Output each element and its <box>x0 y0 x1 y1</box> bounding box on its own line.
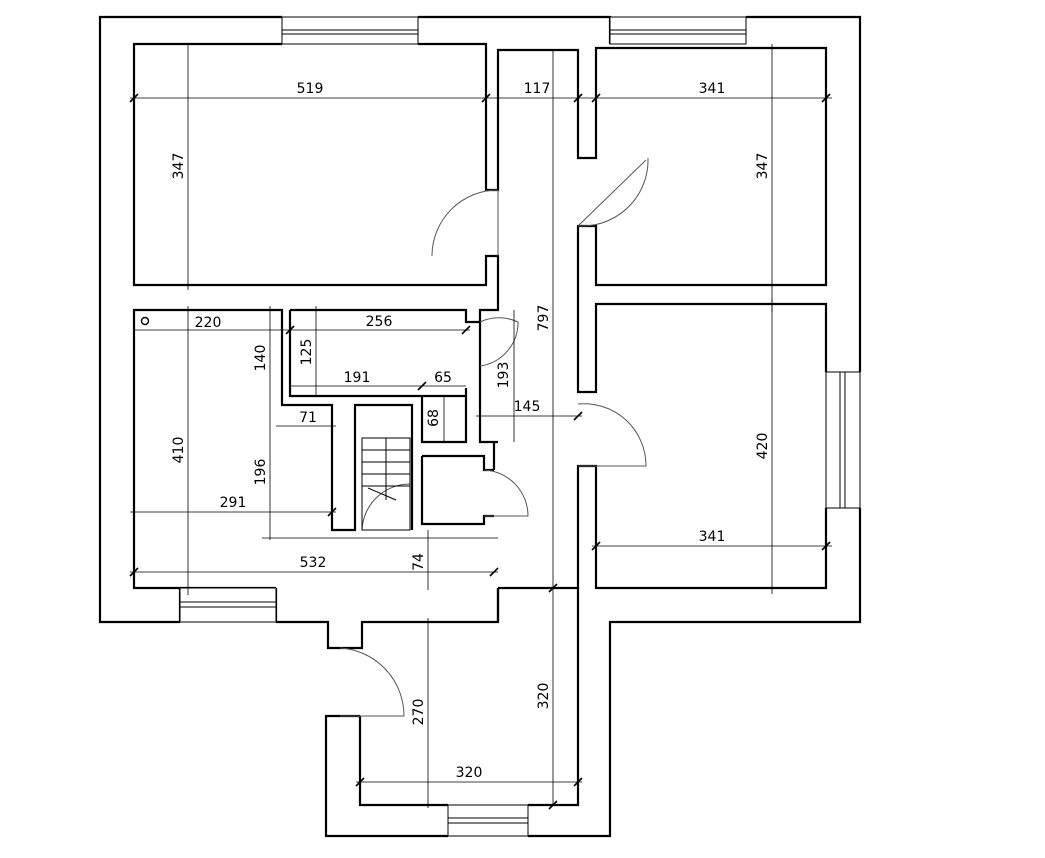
door-small-room <box>483 469 529 517</box>
dim-corridor-lower: 320 <box>536 683 552 710</box>
dim-bath-width: 256 <box>366 314 393 330</box>
dim-entry-width: 320 <box>456 765 483 781</box>
window-right <box>825 371 861 509</box>
door-bath <box>479 317 519 367</box>
dim-top-left-height: 347 <box>171 153 187 180</box>
door-entrance <box>339 647 405 717</box>
dim-bottom-right-height: 420 <box>755 433 771 460</box>
interior-walls <box>132 308 500 622</box>
vent-marker <box>140 316 150 326</box>
door-top-left-room <box>431 189 499 257</box>
dim-191: 191 <box>344 370 371 386</box>
dim-bath-height: 125 <box>299 339 315 366</box>
dimension-lines <box>129 44 832 810</box>
dim-291: 291 <box>220 495 247 511</box>
windows <box>179 16 861 837</box>
dim-bottom-right-width: 341 <box>699 529 726 545</box>
dim-overall-length: 797 <box>536 305 552 332</box>
window-bottom-left <box>179 587 277 623</box>
dim-68: 68 <box>426 409 442 427</box>
doors <box>339 157 649 717</box>
stairs <box>140 316 411 531</box>
dim-top-right-width: 341 <box>699 81 726 97</box>
dim-top-right-height: 347 <box>755 153 771 180</box>
door-stair <box>361 483 411 531</box>
dim-corridor-width: 117 <box>524 81 551 97</box>
dim-top-left-width: 519 <box>297 81 324 97</box>
dim-145: 145 <box>514 399 541 415</box>
dim-74: 74 <box>411 553 427 571</box>
door-bottom-right-room <box>577 403 647 467</box>
dim-entry-height: 270 <box>411 699 427 726</box>
window-bottom <box>447 804 529 837</box>
dimension-labels: 519 117 341 347 347 797 220 256 410 140 … <box>171 81 771 781</box>
dim-left-room-width: 220 <box>195 315 222 331</box>
dim-65: 65 <box>434 370 452 386</box>
dim-196: 196 <box>253 459 269 486</box>
dim-140: 140 <box>253 345 269 372</box>
dim-532: 532 <box>300 555 327 571</box>
dim-left-room-height: 410 <box>171 437 187 464</box>
door-top-right-room <box>577 157 649 227</box>
dim-71: 71 <box>299 410 317 426</box>
dim-193: 193 <box>496 362 512 389</box>
